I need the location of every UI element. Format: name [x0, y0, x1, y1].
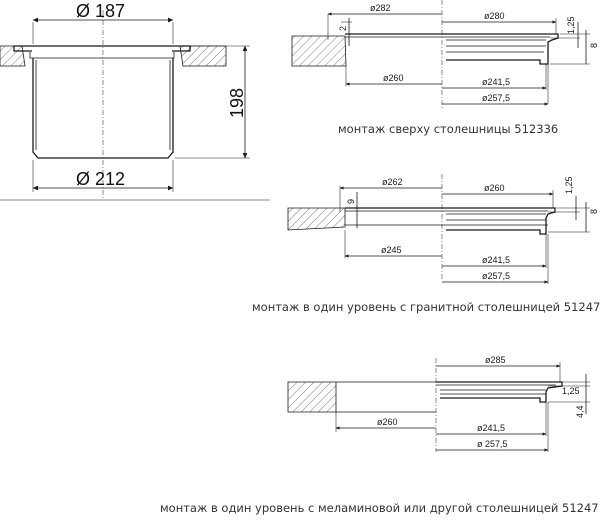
v2-d-outer: ø257,5	[482, 271, 510, 281]
v2-caption: монтаж в один уровень с гранитной столеш…	[252, 300, 600, 314]
bowl-flange	[13, 45, 191, 52]
v1-d-top-left: ø282	[370, 3, 391, 13]
label-bottom-diameter: Ø 212	[76, 169, 125, 189]
label-height: 198	[227, 88, 247, 118]
profile-3-lines	[436, 384, 556, 395]
profile-3	[436, 381, 563, 403]
v2-d-top-right: ø260	[484, 183, 505, 193]
flange-inner	[29, 52, 175, 59]
bowl-wall	[35, 60, 171, 150]
v2-d-top-left: ø262	[382, 177, 403, 187]
worktop-2	[287, 207, 346, 231]
v1-depth: 8	[589, 43, 599, 48]
v1-d-outer: ø257,5	[482, 93, 510, 103]
v1-d-top-right: ø280	[484, 11, 505, 21]
label-top-diameter: Ø 187	[76, 1, 125, 21]
v1-caption: монтаж сверху столешницы 512336	[338, 122, 558, 136]
v2-rim: 1,25	[564, 176, 574, 194]
v2-thickness: 9	[346, 199, 356, 204]
v1-d-cut: ø260	[383, 73, 404, 83]
v3-d-top-right: ø285	[485, 355, 506, 365]
v1-d-inner: ø241,5	[482, 77, 510, 87]
v3-d-outer: ø 257,5	[477, 439, 508, 449]
profile-2	[345, 207, 556, 235]
v2-d-cut: ø245	[381, 245, 402, 255]
v1-rim: 1,25	[566, 16, 576, 34]
v3-rim: 1,25	[562, 386, 580, 396]
v3-d-cut: ø260	[377, 417, 398, 427]
worktop-left	[0, 45, 26, 67]
detail-view-1: ø282 ø280 2 1,25 8 ø260 ø241,5 ø257,5 мо…	[291, 0, 599, 136]
v1-thickness: 2	[338, 26, 348, 31]
cutout-3	[336, 381, 436, 413]
v2-d-inner: ø241,5	[482, 255, 510, 265]
worktop-right	[179, 45, 227, 67]
worktop-3	[287, 381, 337, 413]
worktop-1	[291, 35, 347, 67]
v3-d-inner: ø241,5	[477, 423, 505, 433]
v2-depth: 8	[589, 209, 599, 214]
main-view: Ø 187 Ø 212 198	[0, 1, 270, 201]
profile-2-lines	[345, 210, 548, 226]
v3-caption: монтаж в один уровень с меламиновой или …	[160, 501, 600, 515]
detail-view-2: ø262 ø260 9 1,25 8 ø245 ø241,5 ø257,5 мо…	[252, 174, 600, 314]
profile-1	[345, 33, 559, 65]
v3-depth: 4,4	[575, 405, 585, 418]
detail-view-3: ø285 1,25 4,4 ø260 ø241,5 ø 257,5 монтаж…	[160, 355, 600, 515]
profile-1-lines	[345, 36, 550, 53]
